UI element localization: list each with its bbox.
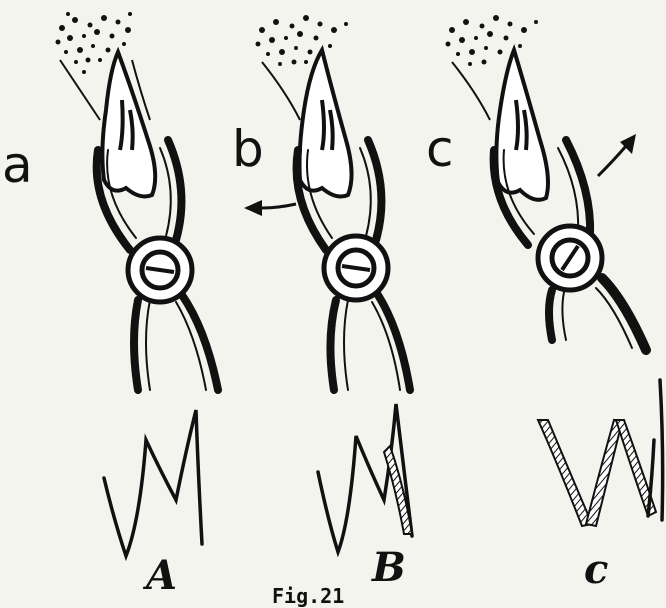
tooth <box>102 52 155 196</box>
panel-c-illustration <box>446 15 647 350</box>
arrow-left-icon <box>244 200 296 216</box>
figure-caption: Fig.21 <box>272 586 344 606</box>
arrow-up-right-icon <box>598 134 636 176</box>
forceps-hinge-screw <box>538 226 602 290</box>
gum-line <box>60 60 100 120</box>
socket-profile-A <box>104 410 202 556</box>
panel-label-c: c <box>426 124 454 174</box>
forceps-hinge-screw <box>128 238 192 302</box>
forceps-hinge-screw <box>324 236 388 300</box>
tooth <box>496 50 548 200</box>
socket-profile-B <box>318 404 412 552</box>
profile-label-B: B <box>372 548 406 588</box>
panel-a-illustration <box>56 12 219 390</box>
bone-texture <box>256 15 349 66</box>
socket-profile-C <box>538 380 663 526</box>
panel-b-illustration <box>244 15 410 390</box>
profile-label-C: c <box>584 550 608 590</box>
bone-texture <box>446 15 539 66</box>
panel-label-b: b <box>232 124 264 174</box>
profile-label-A: A <box>146 556 177 596</box>
panel-label-a: a <box>2 140 33 190</box>
